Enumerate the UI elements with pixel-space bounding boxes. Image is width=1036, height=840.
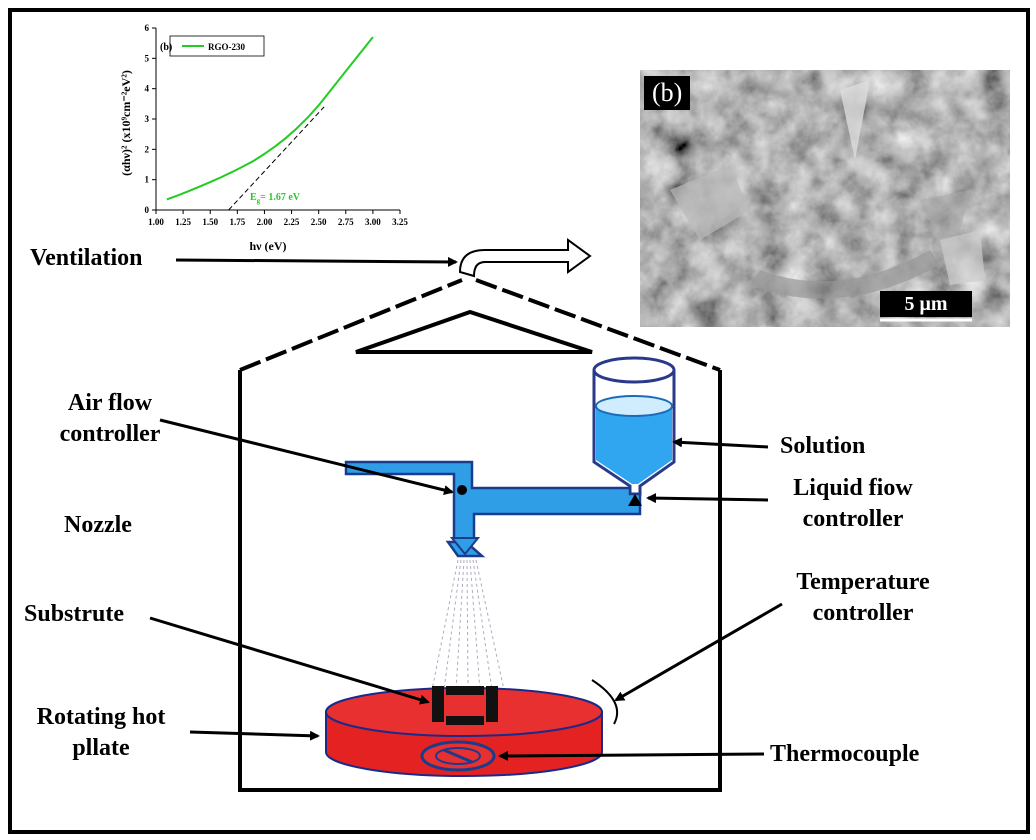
sem-scale-label: 5 μm bbox=[880, 291, 972, 317]
label-liquid-flow-line1: Liquid fiow bbox=[793, 475, 913, 501]
label-hot-plate: Rotating hot pllate bbox=[18, 702, 184, 764]
label-hot-plate-line1: Rotating hot bbox=[36, 704, 166, 730]
solution-bottle bbox=[592, 356, 676, 496]
label-air-flow-line2: controller bbox=[59, 421, 161, 447]
label-liquid-flow-line2: controller bbox=[802, 506, 904, 532]
chart-x-tick-label: 2.00 bbox=[257, 217, 273, 227]
chart-x-tick-label: 2.75 bbox=[338, 217, 354, 227]
chart-axes: 1.00 1.25 1.50 1.75 2.00 2.25 2.50 2.75 3.00 3.25… bbox=[145, 23, 409, 227]
chart-y-tick-label: 1 bbox=[145, 175, 150, 185]
ventilation-duct bbox=[458, 238, 592, 278]
label-solution: Solution bbox=[780, 433, 866, 459]
label-temperature: Temperature controller bbox=[778, 567, 948, 629]
label-air-flow: Air flow controller bbox=[40, 388, 180, 450]
sem-panel-tag: (b) bbox=[644, 76, 691, 110]
band-gap-chart: 1.00 1.25 1.50 1.75 2.00 2.25 2.50 2.75 3.00 3.25… bbox=[119, 23, 409, 253]
label-air-flow-line1: Air flow bbox=[67, 390, 153, 416]
chart-y-tick-label: 3 bbox=[145, 114, 150, 124]
chart-y-tick-label: 0 bbox=[145, 205, 150, 215]
chart-y-tick-label: 6 bbox=[145, 23, 150, 33]
chart-series-line bbox=[166, 36, 374, 201]
arrow-substrate bbox=[149, 616, 430, 705]
nozzle-tip bbox=[449, 537, 481, 556]
label-temperature-line1: Temperature bbox=[796, 569, 930, 595]
label-ventilation: Ventilation bbox=[30, 245, 143, 271]
chart-y-tick-label: 5 bbox=[145, 53, 150, 63]
arrow-air-flow bbox=[159, 418, 454, 495]
chart-x-tick-label: 1.75 bbox=[229, 217, 245, 227]
chart-ylabel: (αhν)² (x10⁹cm⁻²eV²) bbox=[119, 70, 133, 176]
roof-baffle bbox=[355, 309, 593, 354]
chart-xlabel: hν (eV) bbox=[249, 239, 286, 253]
chart-annotation: Eg= 1.67 eV bbox=[250, 192, 301, 205]
chart-x-tick-label: 1.25 bbox=[175, 217, 191, 227]
chart-y-tick-label: 4 bbox=[145, 84, 150, 94]
figure-frame bbox=[8, 8, 1030, 834]
chart-x-tick-label: 1.00 bbox=[148, 217, 164, 227]
chart-x-tick-label: 1.50 bbox=[202, 217, 218, 227]
sem-texture bbox=[640, 70, 1010, 327]
chamber-roof-left bbox=[239, 278, 463, 372]
spray-cone bbox=[431, 559, 505, 691]
arrow-hot-plate bbox=[189, 730, 320, 741]
air-flow-valve bbox=[457, 485, 467, 495]
chart-x-tick-label: 3.25 bbox=[392, 217, 408, 227]
arrow-thermocouple bbox=[498, 750, 765, 761]
label-thermocouple: Thermocouple bbox=[770, 741, 920, 767]
arrow-ventilation bbox=[175, 256, 458, 267]
chart-legend-label: RGO-230 bbox=[208, 42, 245, 52]
arrow-solution bbox=[672, 437, 769, 449]
label-temperature-line2: controller bbox=[812, 600, 914, 626]
temperature-probe bbox=[591, 679, 619, 725]
liquid-flow-valve bbox=[628, 494, 642, 506]
sem-image bbox=[640, 70, 1010, 327]
chamber-body bbox=[238, 370, 722, 792]
chart-x-tick-label: 2.25 bbox=[284, 217, 300, 227]
chart-panel-tag: (b) bbox=[160, 42, 172, 53]
chart-y-tick-label: 2 bbox=[145, 144, 150, 154]
arrow-temperature bbox=[614, 602, 783, 702]
chamber-roof-right bbox=[475, 278, 721, 372]
label-liquid-flow: Liquid fiow controller bbox=[778, 473, 928, 535]
chart-series bbox=[166, 36, 374, 211]
label-substrate: Substrute bbox=[24, 601, 125, 627]
label-hot-plate-line2: pllate bbox=[72, 735, 130, 761]
hot-plate bbox=[325, 686, 603, 777]
chart-x-tick-label: 3.00 bbox=[365, 217, 381, 227]
arrow-liquid-flow bbox=[646, 493, 769, 504]
label-nozzle: Nozzle bbox=[64, 512, 132, 538]
chart-legend-box bbox=[169, 35, 265, 57]
chart-x-tick-label: 2.50 bbox=[311, 217, 327, 227]
